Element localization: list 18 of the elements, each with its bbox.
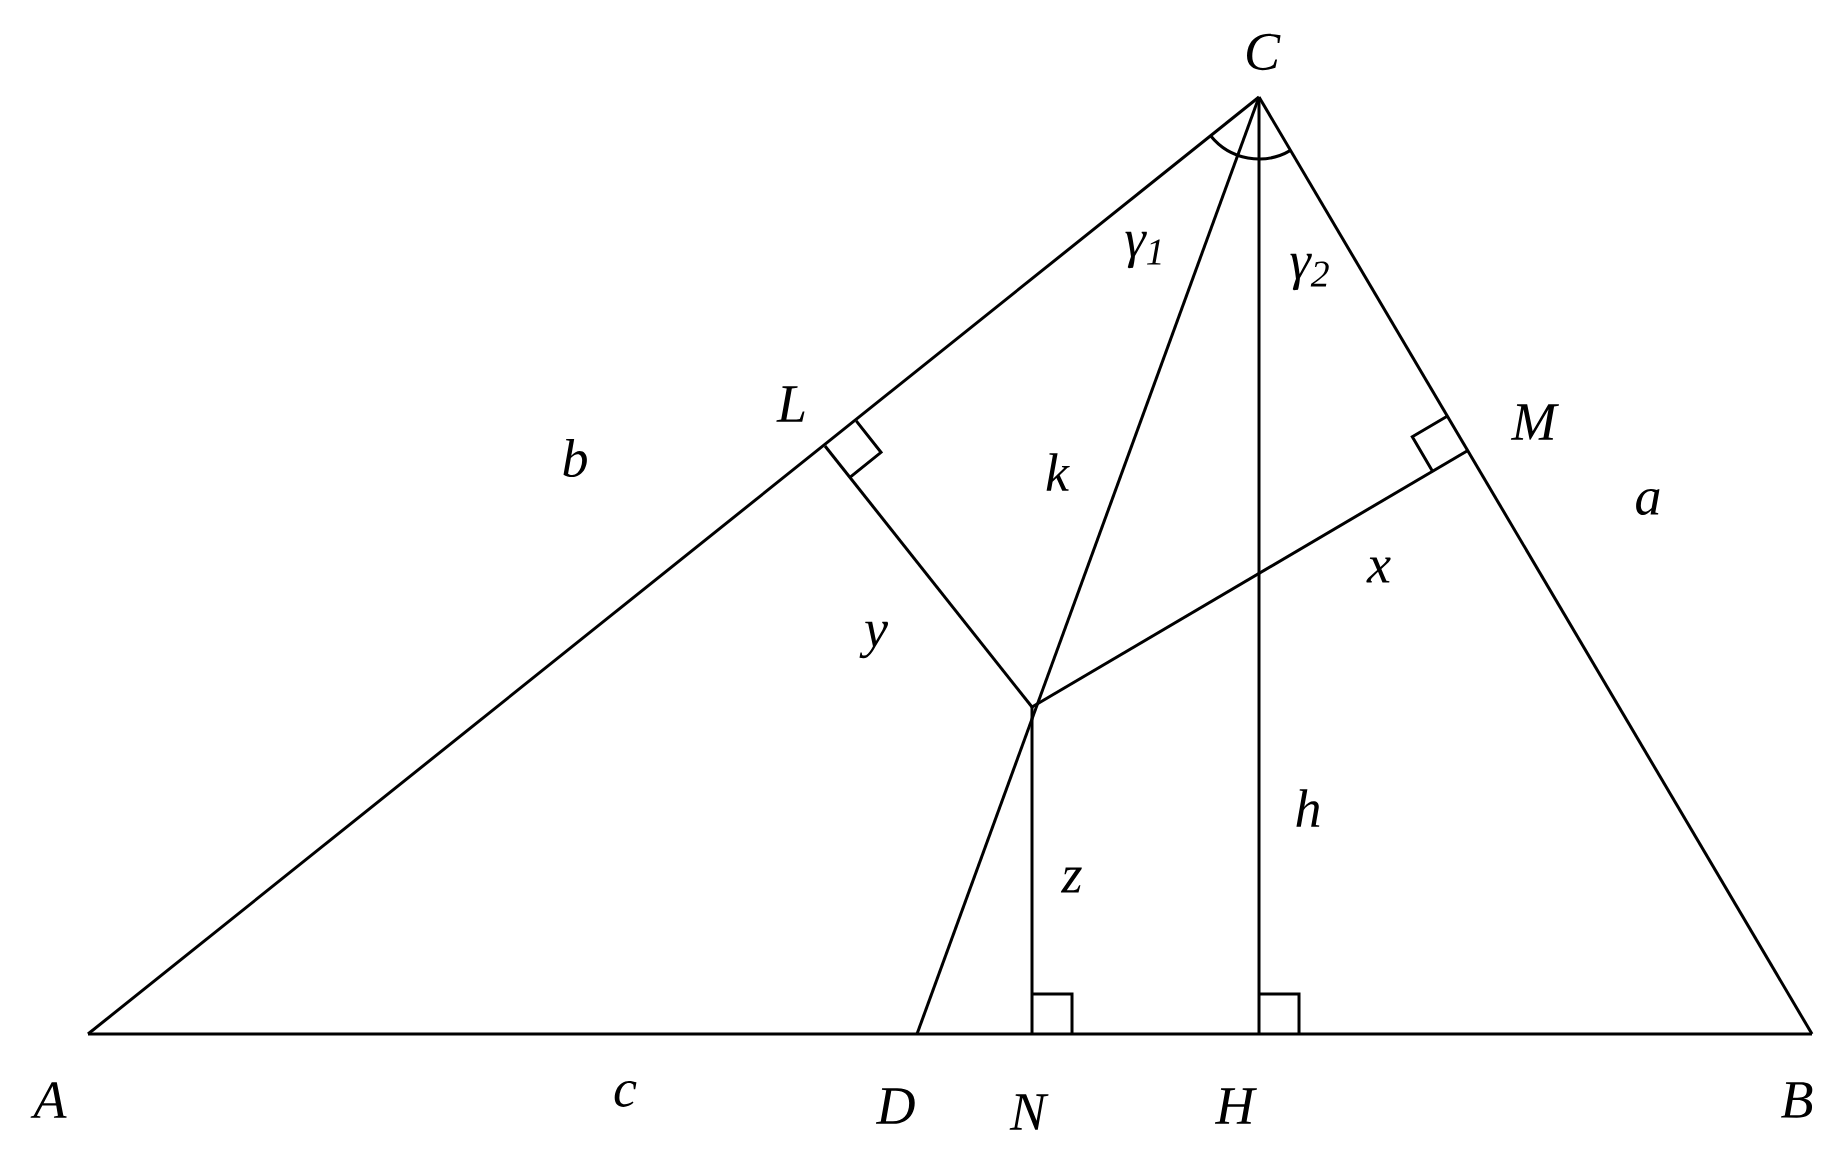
point-label: γ$_{1}$: [1125, 231, 1161, 269]
point-label: M: [1510, 404, 1559, 440]
point-label: h: [1296, 789, 1320, 827]
point-label: L: [776, 386, 805, 422]
point-label: H: [1214, 1088, 1257, 1124]
point-label: B: [1781, 1082, 1813, 1118]
point-label: x: [1366, 557, 1391, 583]
point-label: k: [1046, 453, 1070, 491]
point-label: N: [1009, 1094, 1049, 1130]
point-label: z: [1060, 867, 1082, 893]
point-label: b: [563, 439, 587, 477]
point-label: C: [1247, 33, 1281, 71]
point-label: A: [30, 1082, 67, 1118]
point-label: D: [875, 1088, 915, 1124]
point-label: y: [859, 621, 888, 659]
point-label: c: [614, 1081, 637, 1107]
point-label: γ$_{2}$: [1290, 253, 1329, 291]
point-label: a: [1636, 489, 1660, 515]
